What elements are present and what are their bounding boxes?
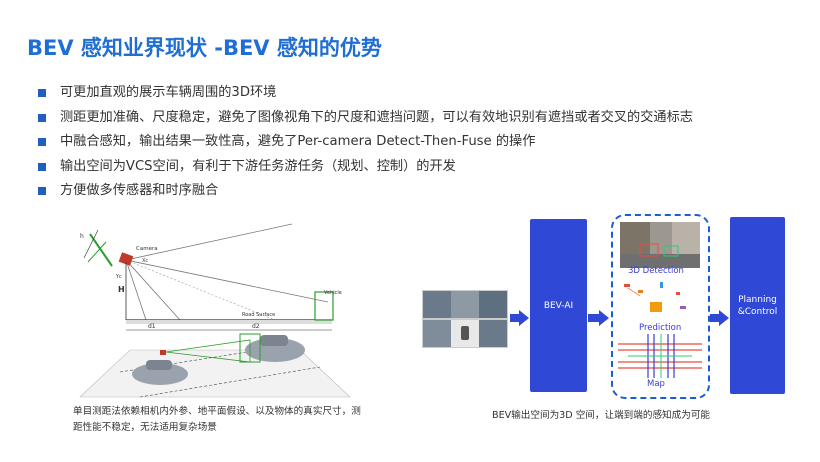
list-item: 方便做多传感器和时序融合 (38, 181, 693, 206)
yc-label: Yc (115, 274, 122, 280)
arrow-icon (519, 310, 529, 326)
prediction-image (620, 278, 700, 322)
left-figure-caption: 单目测距法依赖相机内外参、地平面假设、以及物体的真实尺寸，测 距性能不稳定，无法… (73, 404, 393, 436)
xc-label: Xc (142, 258, 148, 264)
camera-views-thumbnail (422, 290, 508, 348)
arrow-icon (719, 310, 729, 326)
page-title: BEV 感知业界现状 -BEV 感知的优势 (27, 36, 382, 60)
detection-label: 3D Detection (628, 266, 684, 276)
bev-ai-block: BEV-AI (530, 219, 587, 392)
monocular-ranging-diagram: h Camera Xc Yc H Road Surface Vehicle d1… (79, 223, 351, 398)
pipeline-caption: BEV输出空间为3D 空间，让端到端的感知成为可能 (492, 410, 711, 421)
arrow (710, 314, 720, 322)
list-item: 中融合感知，输出结果一致性高，避免了Per-camera Detect-Then… (38, 132, 693, 157)
list-item: 测距更加准确、尺度稳定，避免了图像视角下的尺度和遮挡问题，可以有效地识别有遮挡或… (38, 108, 693, 133)
detection-image (620, 222, 700, 268)
d1-label: d1 (148, 323, 156, 330)
d2-label: d2 (252, 323, 260, 330)
planning-control-block: Planning &Control (730, 217, 785, 394)
caption-line: 距性能不稳定，无法适用复杂场景 (73, 422, 217, 433)
perception-outputs-group (611, 214, 710, 399)
caption-line: 单目测距法依赖相机内外参、地平面假设、以及物体的真实尺寸，测 (73, 406, 361, 417)
map-label: Map (647, 379, 665, 389)
arrow-icon (599, 310, 609, 326)
list-item: 可更加直观的展示车辆周围的3D环境 (38, 83, 693, 108)
bev-ai-label: BEV-AI (543, 300, 574, 311)
arrow (588, 314, 600, 322)
vehicle-label: Vehicle (324, 290, 342, 296)
prediction-label: Prediction (639, 323, 682, 333)
advantage-list: 可更加直观的展示车辆周围的3D环境 测距更加准确、尺度稳定，避免了图像视角下的尺… (38, 83, 693, 206)
height-label: H (118, 285, 125, 294)
camera-label: Camera (136, 246, 158, 252)
map-image (618, 334, 702, 378)
road-surface-label: Road Surface (242, 312, 275, 318)
arrow (510, 314, 520, 322)
h-small-label: h (80, 233, 84, 240)
list-item: 输出空间为VCS空间，有利于下游任务游任务（规划、控制）的开发 (38, 157, 693, 182)
planning-label-line1: Planning (738, 294, 777, 305)
planning-label-line2: &Control (737, 306, 778, 317)
